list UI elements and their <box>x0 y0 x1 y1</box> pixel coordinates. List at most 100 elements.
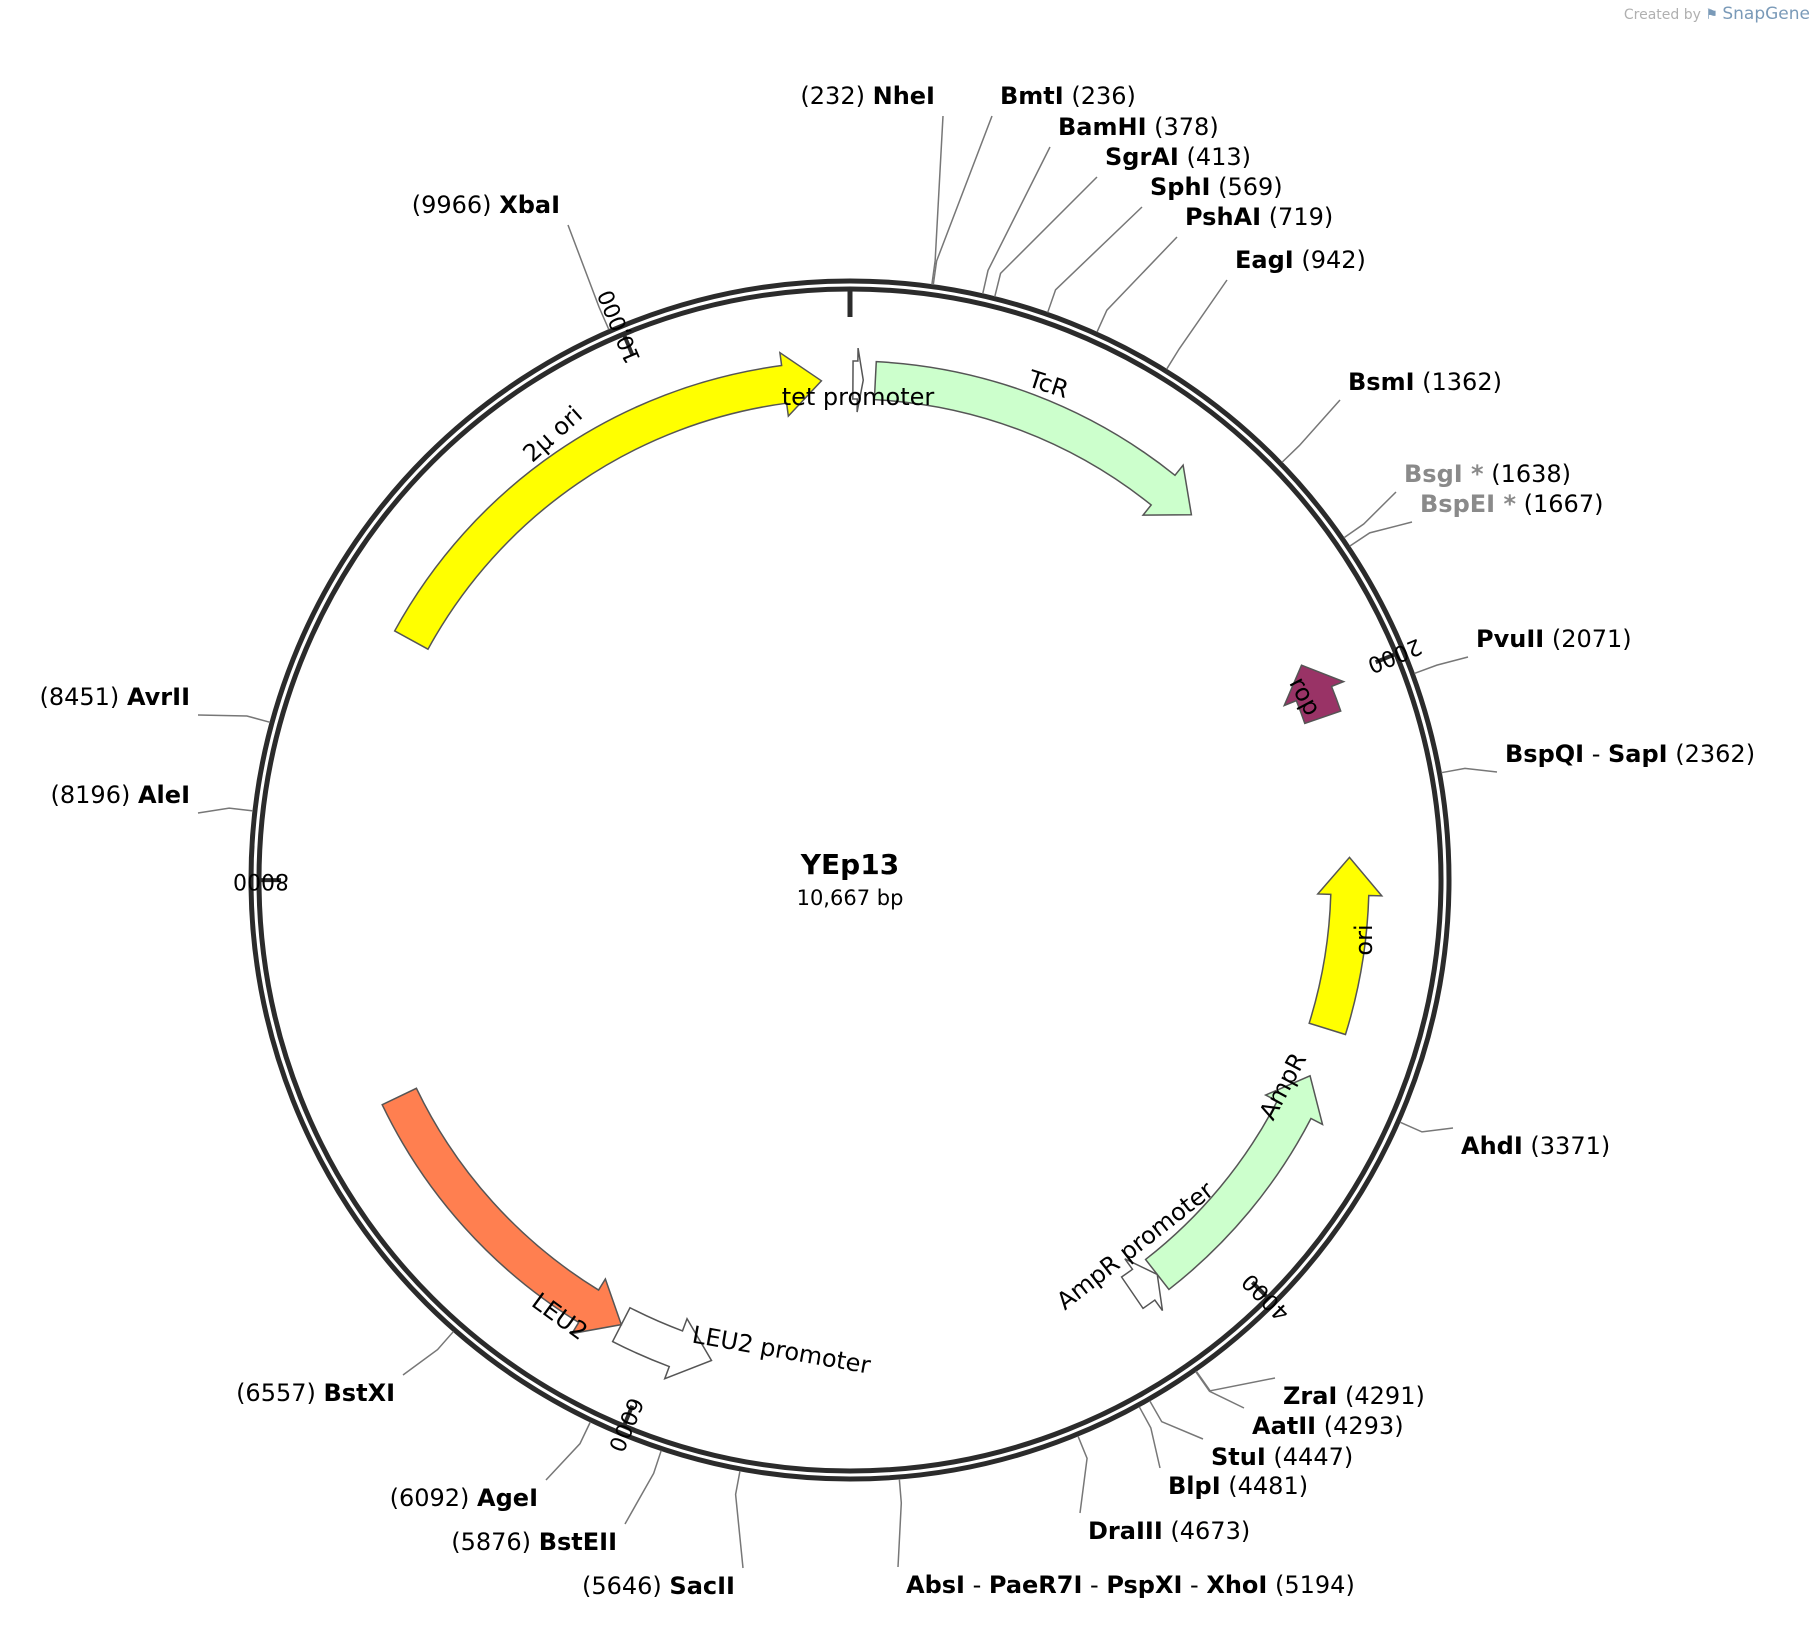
site-label: BamHI (378) <box>1058 113 1219 141</box>
site-position: (2071) <box>1552 625 1632 653</box>
enzyme-name: BstEII <box>539 1528 617 1556</box>
site-leader-line <box>545 1421 592 1481</box>
enzyme-name: PshAI <box>1185 203 1261 231</box>
enzyme-name: StuI <box>1211 1443 1266 1471</box>
site-alei[interactable]: (8196) AleI <box>51 781 254 814</box>
site-position: (3371) <box>1530 1132 1610 1160</box>
site-eagi[interactable]: EagI (942) <box>1165 246 1366 370</box>
site-pvuii[interactable]: PvuII (2071) <box>1414 625 1632 675</box>
site-position: (1667) <box>1524 490 1604 518</box>
site-position: (236) <box>1071 82 1136 110</box>
site-label: BsgI * (1638) <box>1404 460 1571 488</box>
site-leader-line <box>1281 399 1341 463</box>
enzyme-name: AhdI <box>1461 1132 1523 1160</box>
site-absi[interactable]: AbsI - PaeR7I - PspXI - XhoI (5194) <box>897 1478 1355 1599</box>
site-bstxi[interactable]: (6557) BstXI <box>236 1331 454 1407</box>
site-leader-line <box>1195 1370 1276 1392</box>
site-position: (413) <box>1186 143 1251 171</box>
site-stui[interactable]: StuI (4447) <box>1149 1400 1353 1471</box>
enzyme-name: BspEI <box>1420 490 1495 518</box>
site-position: (5646) <box>582 1572 662 1600</box>
site-leader-line <box>1046 206 1143 313</box>
tick-mark <box>1374 651 1397 665</box>
site-avrii[interactable]: (8451) AvrII <box>39 683 271 724</box>
feature-leu2[interactable] <box>381 1087 623 1335</box>
site-bspqi[interactable]: BspQI - SapI (2362) <box>1441 740 1755 774</box>
site-leader-line <box>567 224 610 330</box>
site-bspei[interactable]: BspEI * (1667) <box>1349 490 1604 547</box>
site-label: (5876) BstEII <box>451 1528 617 1556</box>
site-position: (942) <box>1301 246 1366 274</box>
site-position: (8196) <box>51 781 131 809</box>
feature-tet-promoter[interactable] <box>852 347 865 413</box>
site-leader-line <box>1349 521 1413 547</box>
separator: - <box>1182 1571 1206 1599</box>
site-leader-line <box>1077 1435 1088 1514</box>
site-bsteii[interactable]: (5876) BstEII <box>451 1450 662 1556</box>
site-label: PshAI (719) <box>1185 203 1333 231</box>
site-label: (8196) AleI <box>51 781 190 809</box>
site-label: EagI (942) <box>1235 246 1366 274</box>
enzyme-name: BsgI <box>1404 460 1463 488</box>
tick-label: 6000 <box>603 1394 648 1455</box>
enzyme-name: AbsI <box>906 1571 965 1599</box>
tick-mark <box>621 333 635 356</box>
site-position: (719) <box>1269 203 1334 231</box>
site-agei[interactable]: (6092) AgeI <box>390 1421 592 1512</box>
plasmid-name: YEp13 <box>800 848 900 881</box>
site-blpi[interactable]: BlpI (4481) <box>1138 1406 1308 1500</box>
site-sgrai[interactable]: SgrAI (413) <box>994 143 1251 297</box>
site-label: BsmI (1362) <box>1348 368 1502 396</box>
site-sacii[interactable]: (5646) SacII <box>582 1470 744 1600</box>
site-label: (6092) AgeI <box>390 1484 538 1512</box>
feature-leu2-promoter[interactable] <box>611 1306 713 1381</box>
site-bamhi[interactable]: BamHI (378) <box>981 113 1219 295</box>
site-zrai[interactable]: ZraI (4291) <box>1195 1370 1425 1410</box>
site-leader-line <box>1414 656 1469 675</box>
enzyme-name: BspQI <box>1505 740 1584 768</box>
site-leader-line <box>1441 767 1498 774</box>
enzyme-name: XbaI <box>499 191 560 219</box>
site-sphi[interactable]: SphI (569) <box>1046 173 1283 313</box>
site-draiii[interactable]: DraIII (4673) <box>1077 1435 1250 1545</box>
site-aatii[interactable]: AatII (4293) <box>1195 1371 1404 1440</box>
feature-tcr[interactable] <box>873 360 1193 516</box>
site-position: (6092) <box>390 1484 470 1512</box>
feature-ampr[interactable] <box>1144 1074 1324 1291</box>
enzyme-name: BmtI <box>1000 82 1064 110</box>
feature-ampr-promoter[interactable] <box>1120 1258 1164 1312</box>
site-ahdi[interactable]: AhdI (3371) <box>1399 1121 1610 1160</box>
site-position: (8451) <box>39 683 119 711</box>
site-position: (232) <box>800 82 865 110</box>
tick-label: 2000 <box>1364 633 1425 678</box>
enzyme-name: NheI <box>873 82 935 110</box>
site-pshai[interactable]: PshAI (719) <box>1096 203 1333 333</box>
site-label: BlpI (4481) <box>1168 1472 1308 1500</box>
enzyme-name: PaeR7I <box>989 1571 1083 1599</box>
enzyme-name: PspXI <box>1106 1571 1182 1599</box>
site-position: (4447) <box>1273 1443 1353 1471</box>
enzyme-name: BlpI <box>1168 1472 1221 1500</box>
site-leader-line <box>1195 1371 1245 1409</box>
credit-prefix: Created by <box>1623 7 1701 23</box>
separator: - <box>1584 740 1608 768</box>
star-marker: * <box>1463 460 1484 488</box>
site-label: (6557) BstXI <box>236 1379 395 1407</box>
site-bsgi[interactable]: BsgI * (1638) <box>1343 460 1571 539</box>
site-label: BspQI - SapI (2362) <box>1505 740 1755 768</box>
feature-ori[interactable] <box>1308 856 1384 1036</box>
feature-label-leu2-promoter: LEU2 promoter <box>690 1321 873 1380</box>
site-bmti[interactable]: BmtI (236) <box>932 82 1136 285</box>
separator: - <box>1082 1571 1106 1599</box>
enzyme-name: SapI <box>1608 740 1668 768</box>
site-nhei[interactable]: (232) NheI <box>800 82 944 285</box>
site-xbai[interactable]: (9966) XbaI <box>412 191 610 330</box>
site-bsmi[interactable]: BsmI (1362) <box>1281 368 1502 463</box>
site-position: (9966) <box>412 191 492 219</box>
site-position: (4293) <box>1324 1412 1404 1440</box>
feature-2-ori[interactable] <box>393 351 823 651</box>
site-leader-line <box>624 1450 662 1525</box>
tick-mark <box>1250 1280 1270 1300</box>
feature-rop[interactable] <box>1282 664 1346 725</box>
